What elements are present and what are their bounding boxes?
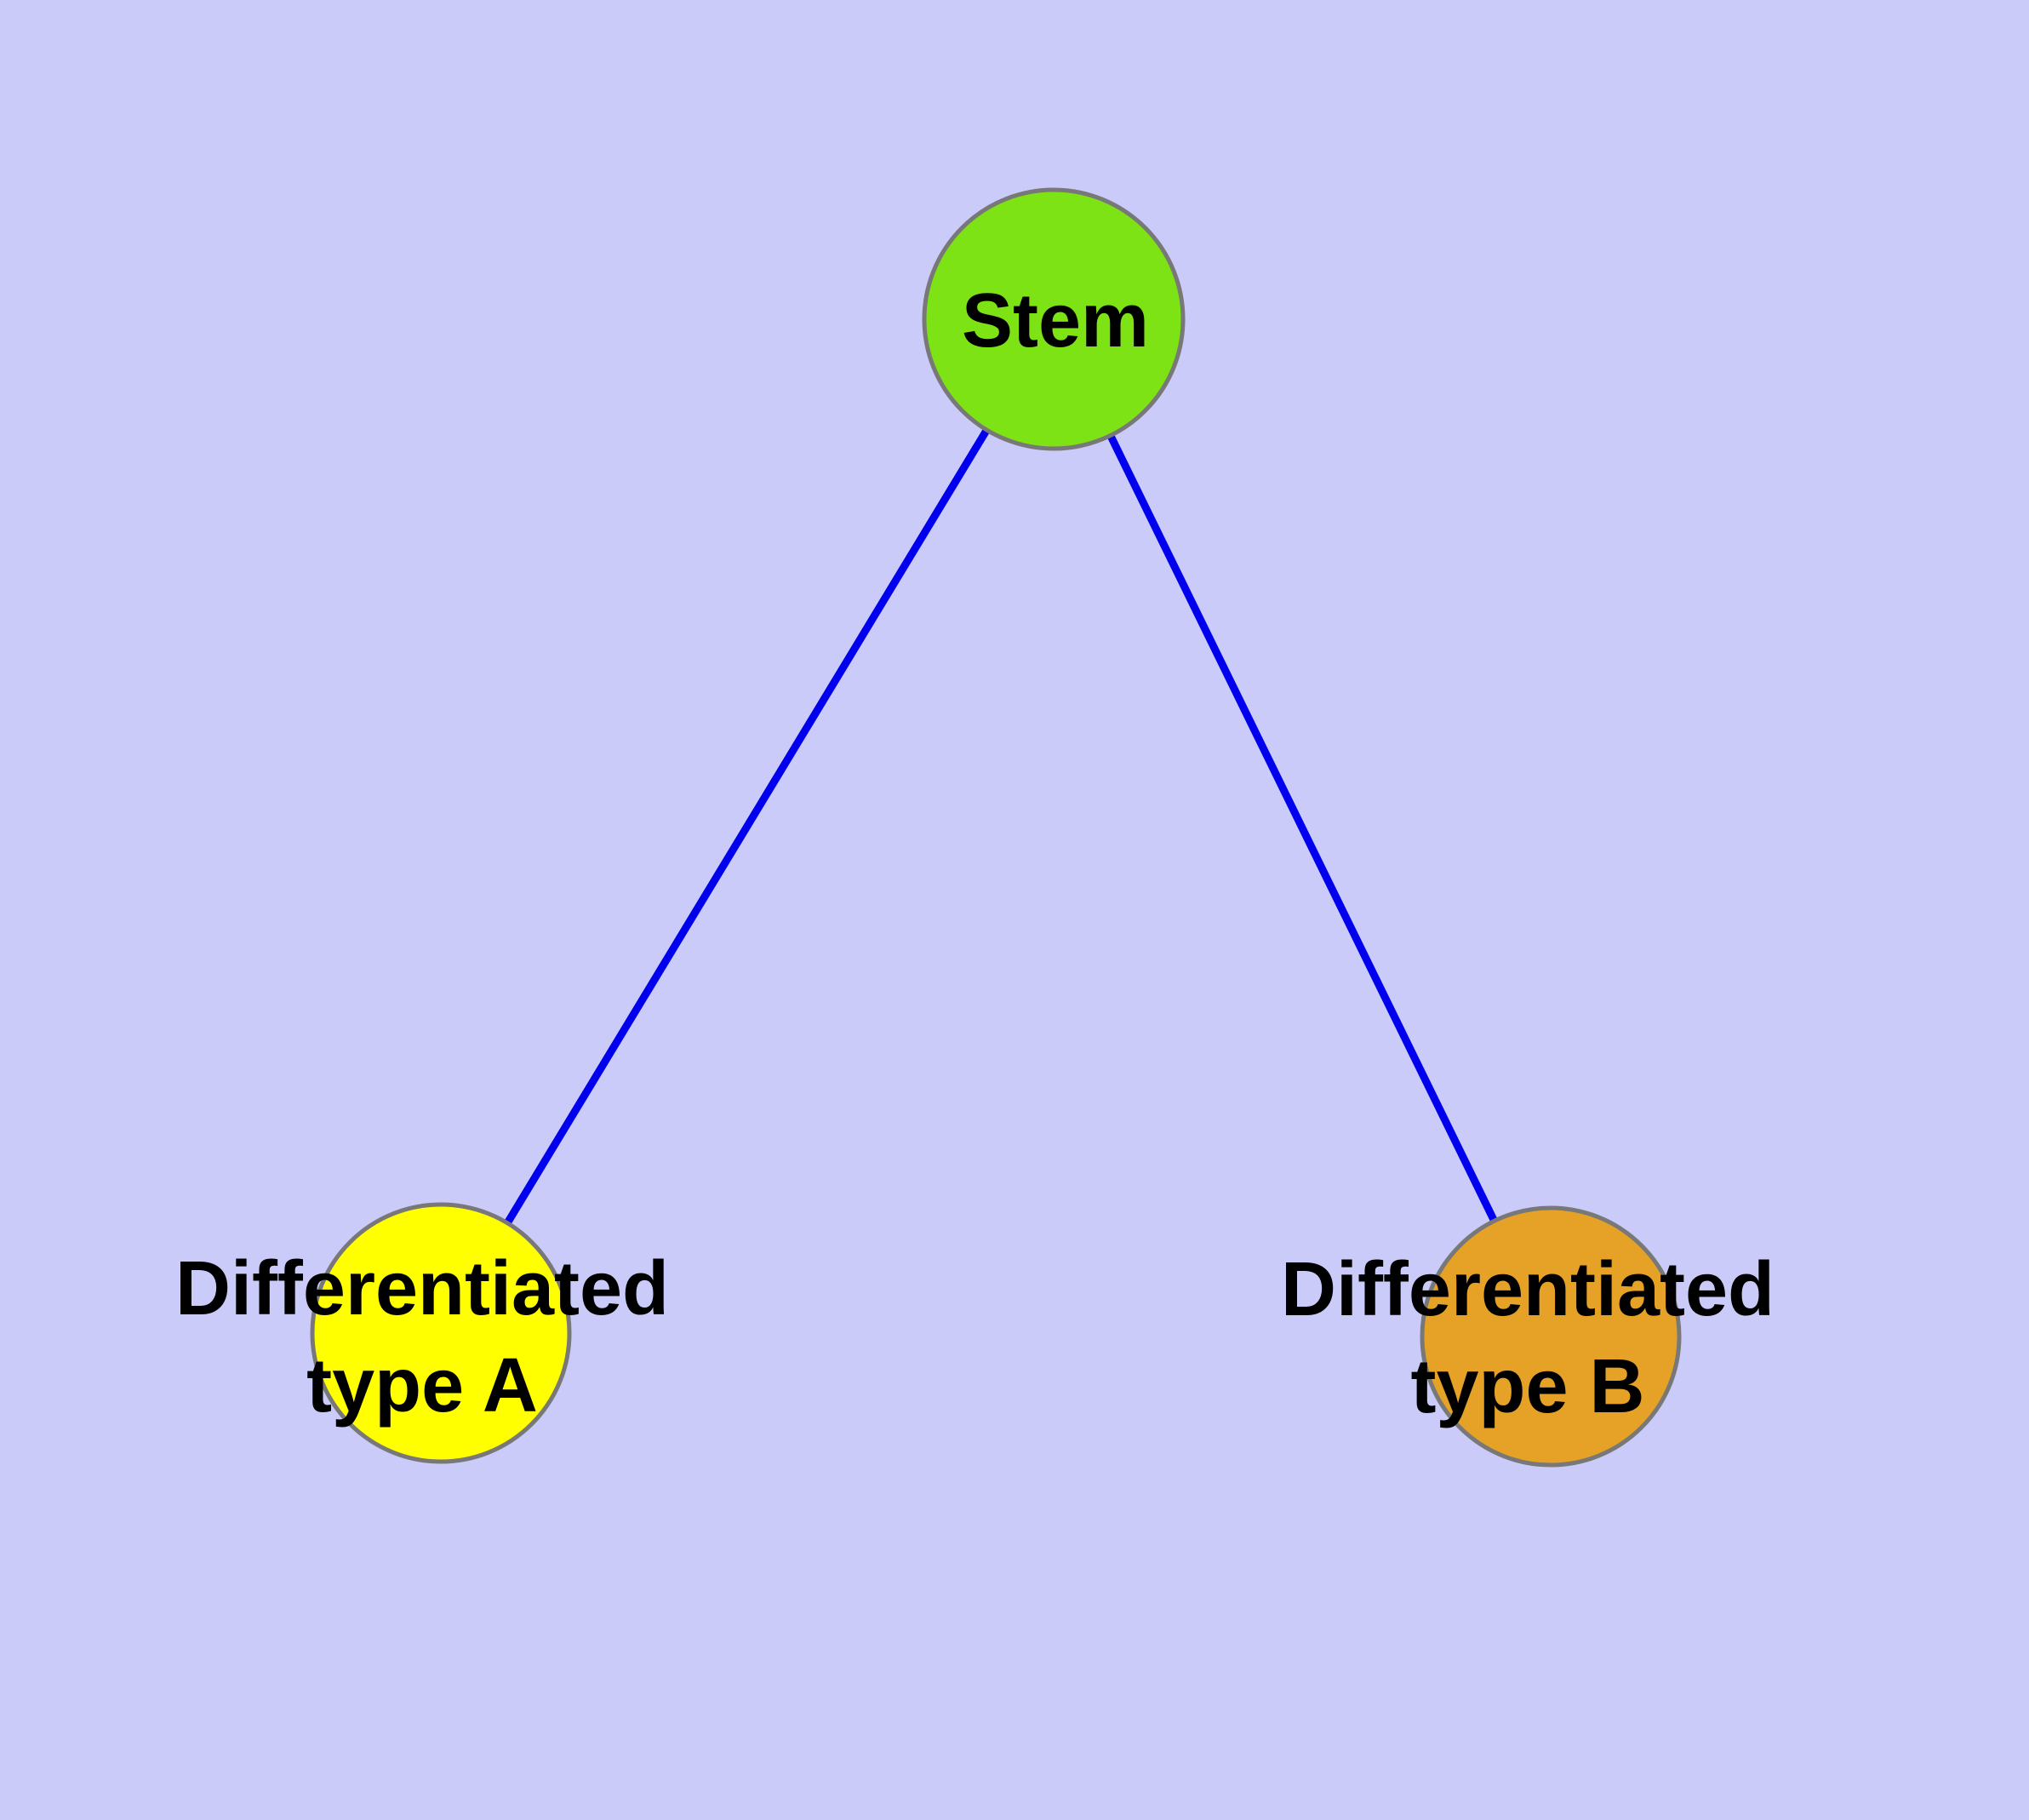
node-differentiated-type-a <box>310 1202 572 1464</box>
node-label-differentiated-type-b-line-2: type B <box>1410 1344 1644 1429</box>
node-stem <box>922 187 1186 451</box>
node-label-stem-line-1: Stem <box>962 278 1149 363</box>
node-label-differentiated-type-b-line-1: Differentiated <box>1281 1247 1775 1332</box>
edge-stem-to-differentiated-type-b <box>1049 318 1555 1338</box>
node-label-differentiated-type-a-line-2: type A <box>306 1343 538 1428</box>
node-label-differentiated-type-a-line-1: Differentiated <box>175 1246 669 1331</box>
node-differentiated-type-b <box>1420 1205 1682 1468</box>
edge-stem-to-differentiated-type-a <box>437 317 1057 1336</box>
